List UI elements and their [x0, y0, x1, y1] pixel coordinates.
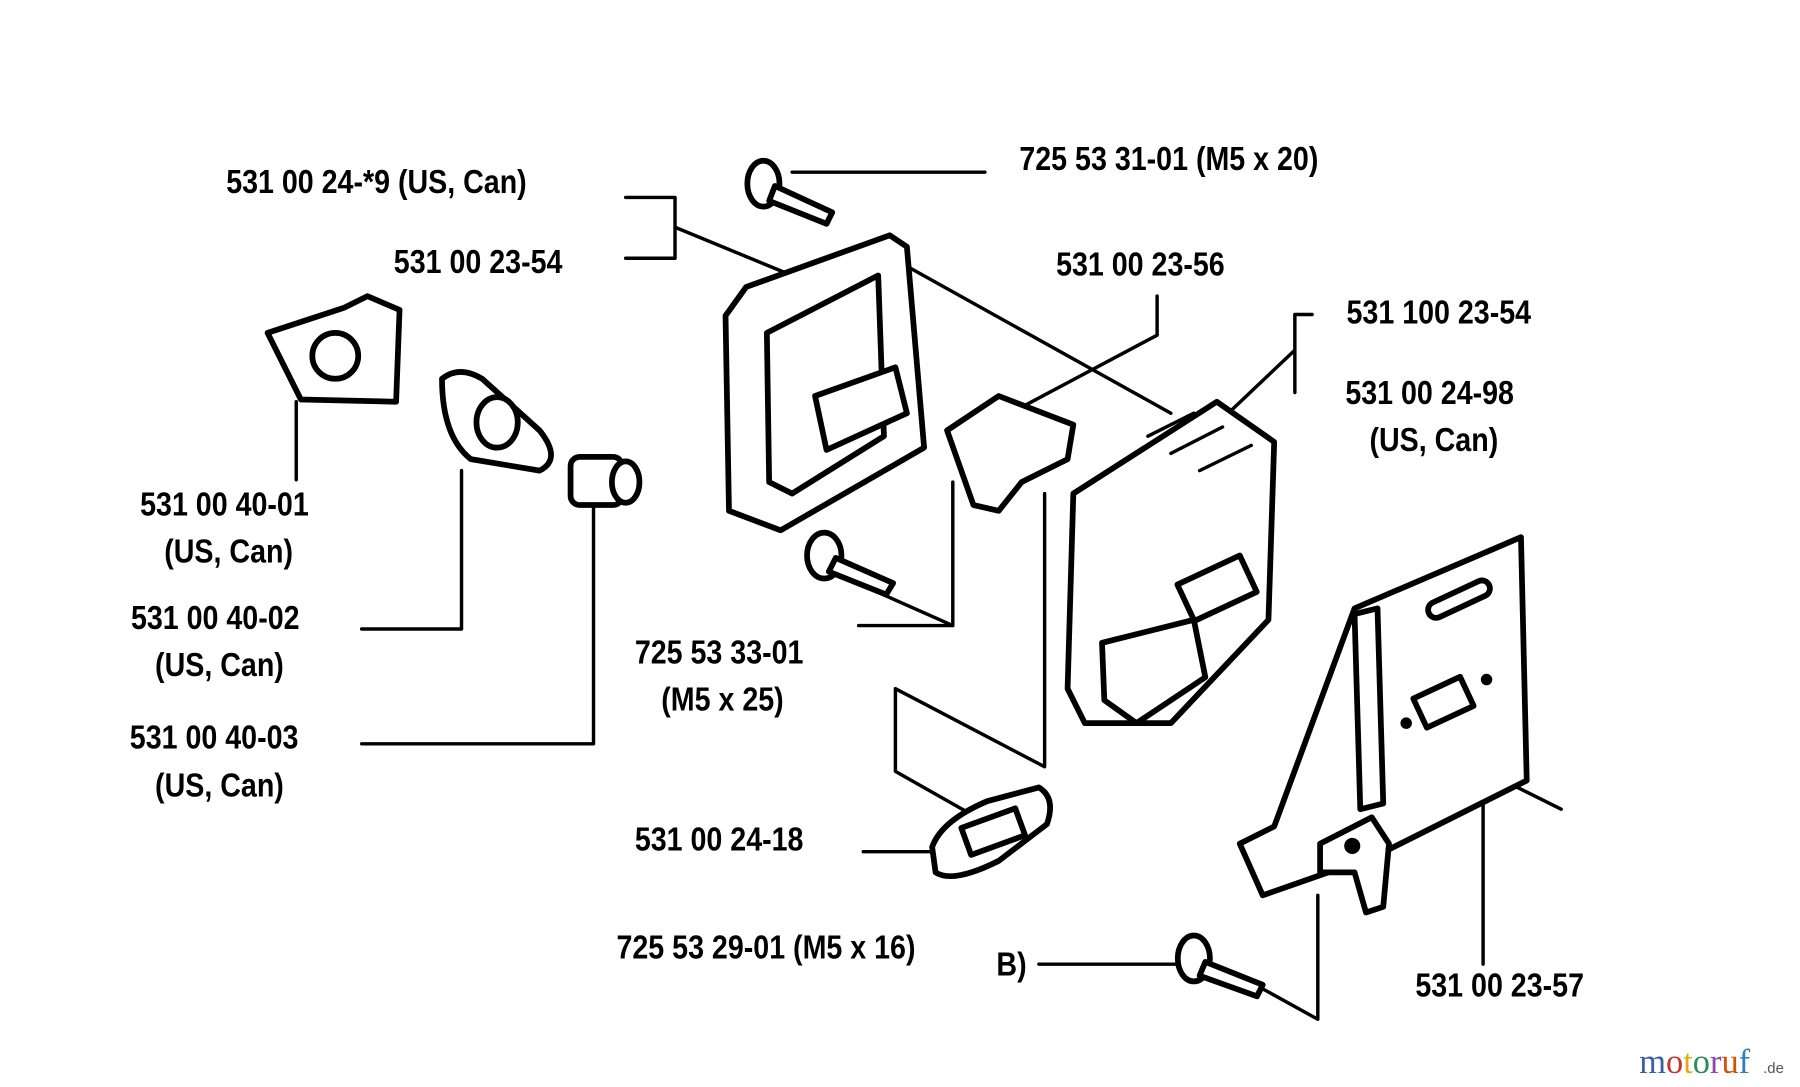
part-plate	[1236, 534, 1530, 916]
label-4002: 531 00 40-02	[131, 600, 300, 637]
label-muffler-us: 531 00 24-98	[1345, 375, 1514, 412]
label-4003: 531 00 40-03	[130, 719, 299, 756]
label-screw-mid: 725 53 33-01	[635, 634, 804, 671]
label-4001: 531 00 40-01	[140, 486, 309, 523]
part-muffler	[1064, 398, 1278, 727]
label-gasket: 531 00 23-54	[394, 244, 563, 281]
part-screw-top	[744, 157, 836, 227]
part-gasket-40-02	[439, 369, 554, 474]
label-gasket-us: 531 00 24-*9 (US, Can)	[226, 164, 527, 201]
part-screw-bottom	[1174, 932, 1266, 1000]
label-muffler-us-note: (US, Can)	[1369, 422, 1498, 459]
label-4001-note: (US, Can)	[164, 533, 293, 570]
part-nut-40-03	[567, 453, 643, 508]
svg-text:motoruf: motoruf	[1639, 1043, 1750, 1081]
part-screw-mid	[804, 529, 896, 598]
label-screw-top: 725 53 31-01 (M5 x 20)	[1019, 141, 1318, 178]
part-gasket-40-01	[264, 293, 403, 405]
part-cylinder-cover	[722, 232, 927, 534]
label-deflector: 531 00 23-56	[1056, 246, 1225, 283]
part-deflector	[944, 393, 1077, 514]
label-screw-mid-size: (M5 x 25)	[661, 682, 783, 719]
label-plate: 531 00 23-57	[1415, 967, 1584, 1004]
label-small-gasket: 531 00 24-18	[635, 822, 804, 859]
label-4002-note: (US, Can)	[155, 647, 284, 684]
svg-text:.de: .de	[1763, 1060, 1784, 1077]
label-muffler: 531 100 23-54	[1347, 295, 1532, 332]
part-small-gasket	[929, 784, 1053, 880]
label-screw-bottom: 725 53 29-01 (M5 x 16)	[616, 929, 915, 966]
motoruf-logo: motoruf .de	[1639, 1043, 1784, 1081]
label-4003-note: (US, Can)	[155, 768, 284, 805]
label-ref-b: B)	[996, 947, 1026, 984]
